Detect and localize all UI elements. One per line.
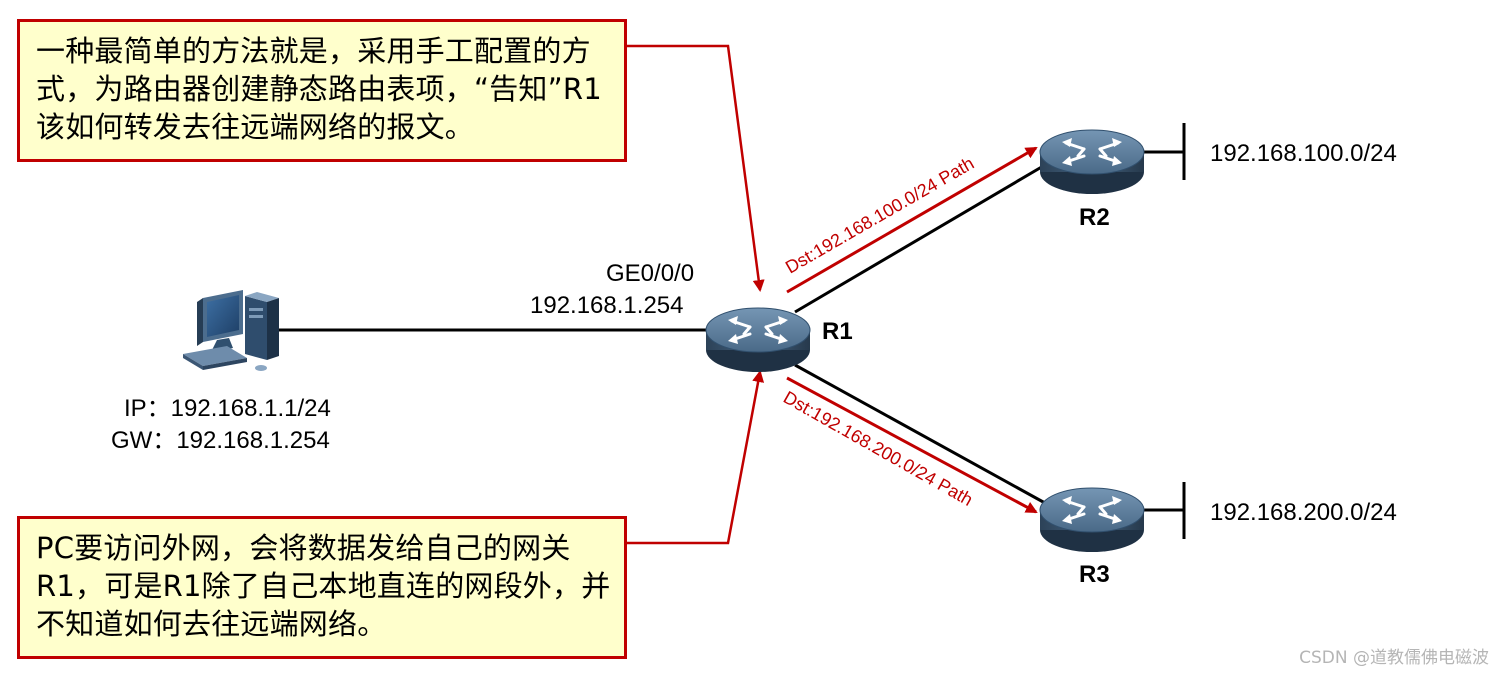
watermark: CSDN @道教儒佛电磁波 [1299, 648, 1489, 668]
link-r1-r2 [794, 163, 1046, 314]
note-static-route-explanation: 一种最简单的方法就是，采用手工配置的方式，为路由器创建静态路由表项，“告知”R1… [17, 19, 627, 162]
path-label-r2: Dst:192.168.100.0/24 Path [782, 153, 977, 277]
pc-ip-label: IP：192.168.1.1/24 [124, 395, 331, 422]
r2-name-label: R2 [1079, 204, 1110, 231]
pc-gw-label: GW：192.168.1.254 [111, 427, 330, 454]
r1-interface-label: GE0/0/0 [606, 260, 695, 287]
path-arrow-r3 [786, 376, 1038, 514]
r1-name-label: R1 [822, 318, 853, 345]
link-r1-r3 [794, 363, 1046, 505]
callout-top [627, 44, 765, 292]
router-icon-r2 [1038, 128, 1146, 196]
r2-network-label: 192.168.100.0/24 [1210, 140, 1397, 167]
router-icon-r3 [1038, 486, 1146, 554]
r3-network-label: 192.168.200.0/24 [1210, 499, 1397, 526]
r1-address-label: 192.168.1.254 [530, 292, 684, 319]
router-icon-r1 [704, 306, 812, 374]
path-arrow-r2 [786, 146, 1038, 294]
callout-bottom [627, 370, 765, 545]
desktop-pc-icon [183, 290, 279, 371]
note-problem-explanation: PC要访问外网，会将数据发给自己的网关R1，可是R1除了自己本地直连的网段外，并… [17, 516, 627, 659]
r3-name-label: R3 [1079, 561, 1110, 588]
